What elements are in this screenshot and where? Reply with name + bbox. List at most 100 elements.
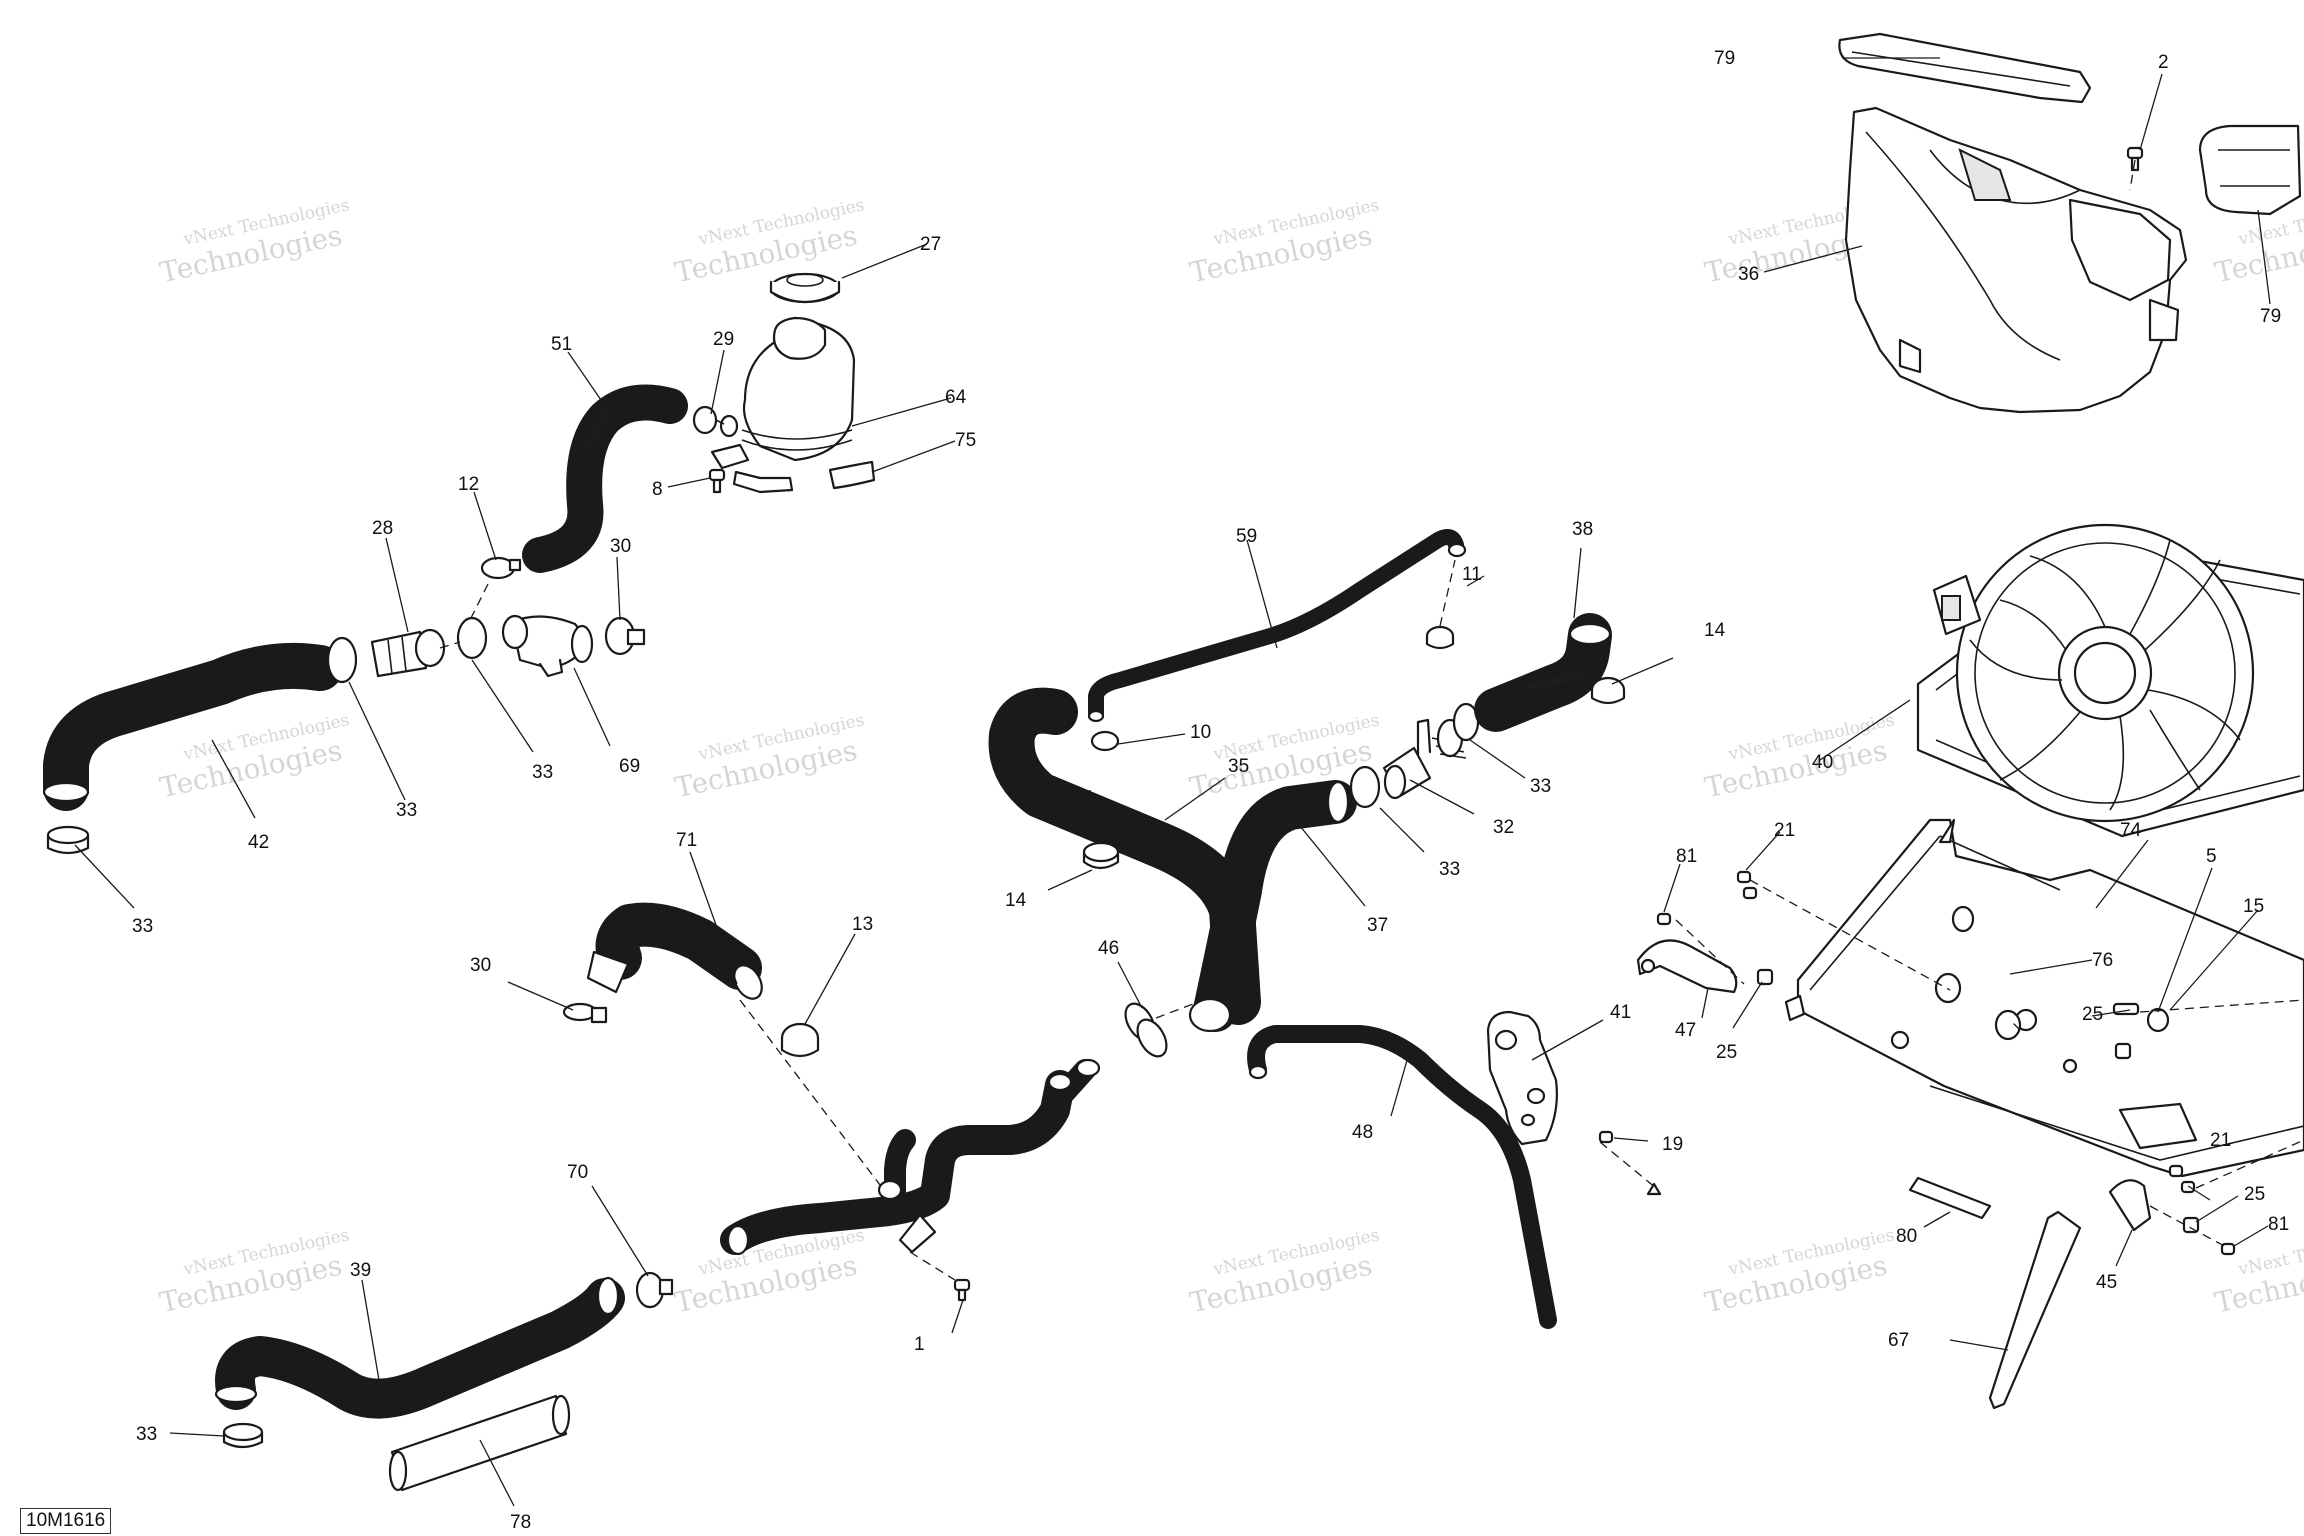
callout-8: 8: [652, 479, 663, 500]
screw-21-part: [1736, 870, 1752, 884]
callout-67: 67: [1888, 1330, 1909, 1351]
callout-74: 74: [2120, 820, 2142, 841]
callout-79: 79: [1714, 48, 1735, 69]
hose-38-part: 500000618: [1474, 613, 1612, 732]
grommet-76-part: [1934, 972, 2022, 1041]
clamp-33-part: [222, 1422, 264, 1449]
air-duct-79-part: [2198, 124, 2302, 216]
clamp-70-part: [635, 1271, 674, 1309]
coolant-pipe-1-part: [720, 1058, 1101, 1256]
radiator-support-74-part: [1784, 818, 2304, 1178]
callout-14: 14: [1704, 620, 1726, 641]
strip-80-part: [1908, 1176, 1992, 1220]
callout-14: 14: [1005, 890, 1027, 911]
tank-label-part: [828, 460, 876, 490]
reservoir-cap-part: [769, 272, 841, 304]
callout-1: 1: [914, 1334, 925, 1355]
callout-71: 71: [676, 830, 697, 851]
callout-76: 76: [2092, 950, 2113, 971]
callout-47: 47: [1675, 1020, 1696, 1041]
screw-21-part: [2168, 1164, 2184, 1178]
callout-38: 38: [1572, 519, 1593, 540]
callout-33: 33: [1439, 859, 1460, 880]
expansion-tank-part: [710, 316, 856, 494]
clamp-13-part: [780, 1022, 820, 1058]
clamp-29-part: [692, 405, 739, 438]
callout-33: 33: [132, 916, 153, 937]
bracket-47-part: [1636, 939, 1738, 994]
hose-39-part: [214, 1276, 625, 1419]
callout-75: 75: [955, 430, 976, 451]
nut-25-part: [1756, 968, 1774, 986]
callout-15: 15: [2243, 896, 2264, 917]
clamp-11-part: [1425, 625, 1455, 650]
overflow-hose-51-part: 5000081: [522, 384, 688, 573]
callout-5: 5: [2206, 846, 2217, 867]
callout-labels: 27 64 75 8 29 51 12 28 30 33 42 33 33 69…: [132, 48, 2289, 1533]
clamp-10-part: [1090, 730, 1120, 752]
fan-shroud-36-part: [1844, 106, 2188, 414]
callout-79: 79: [2260, 306, 2281, 327]
callout-13: 13: [852, 914, 873, 935]
tube-59-part: [1087, 529, 1467, 723]
callout-46: 46: [1098, 938, 1119, 959]
callout-28: 28: [372, 518, 393, 539]
callout-33: 33: [396, 800, 417, 821]
nut-25-part: [2182, 1216, 2200, 1234]
callout-35: 35: [1228, 756, 1249, 777]
clamp-33-part: [1349, 765, 1381, 809]
bracket-45-part: [2108, 1179, 2152, 1232]
callout-2: 2: [2158, 52, 2169, 73]
callout-21: 21: [2210, 1130, 2231, 1151]
callout-59: 59: [1236, 526, 1257, 547]
callout-81: 81: [1676, 846, 1697, 867]
callout-29: 29: [713, 329, 734, 350]
callout-36: 36: [1738, 264, 1759, 285]
callout-69: 69: [619, 756, 640, 777]
callout-10: 10: [1190, 722, 1211, 743]
callout-81: 81: [2268, 1214, 2289, 1235]
bracket-41-part: [1486, 1010, 1558, 1146]
callout-27: 27: [920, 234, 941, 255]
thermostat-housing-69-part: [501, 614, 594, 678]
screw-81-part: [1656, 912, 1672, 926]
callout-25: 25: [2244, 1184, 2265, 1205]
callout-78: 78: [510, 1512, 531, 1533]
callout-45: 45: [2096, 1272, 2117, 1293]
screw-21-part: [2180, 1180, 2196, 1194]
clamp-30-part: [604, 616, 646, 656]
nut-25-part: [2114, 1042, 2132, 1060]
callout-37: 37: [1367, 915, 1388, 936]
clamp-14-part: [1590, 676, 1626, 705]
clamp-33-part: [456, 616, 488, 660]
callout-80: 80: [1896, 1226, 1917, 1247]
tube-48-part: [1247, 1025, 1557, 1329]
diagram-reference-code: 10M1616: [20, 1508, 112, 1534]
clamp-30-part: [562, 1002, 608, 1024]
callout-33: 33: [1530, 776, 1551, 797]
hose-42-part: [42, 642, 343, 811]
bracket-67-part: [1988, 1210, 2082, 1410]
screw-19-part: [1598, 1130, 1662, 1196]
fan-assembly-40-part: [1916, 523, 2304, 838]
callout-32: 32: [1493, 817, 1514, 838]
callout-40: 40: [1812, 752, 1833, 773]
callout-33: 33: [532, 762, 553, 783]
callout-42: 42: [248, 832, 269, 853]
screw-81-part: [2220, 1242, 2236, 1256]
screw-21-part: [1742, 886, 1758, 900]
sleeve-78-part: [388, 1394, 571, 1492]
callout-30: 30: [610, 536, 631, 557]
callout-33: 33: [136, 1424, 157, 1445]
clamp-33-part: [326, 636, 358, 684]
connector-28-part: [370, 628, 446, 678]
air-duct-79-part: [1838, 32, 2092, 104]
hose-71-part: [586, 902, 763, 1000]
callout-21: 21: [1774, 820, 1795, 841]
clamp-14-part: [1082, 841, 1120, 870]
hose-35-part: [988, 687, 1261, 1025]
callout-25: 25: [1716, 1042, 1737, 1063]
clamp-46-part: [1124, 1002, 1168, 1058]
callout-48: 48: [1352, 1122, 1373, 1143]
